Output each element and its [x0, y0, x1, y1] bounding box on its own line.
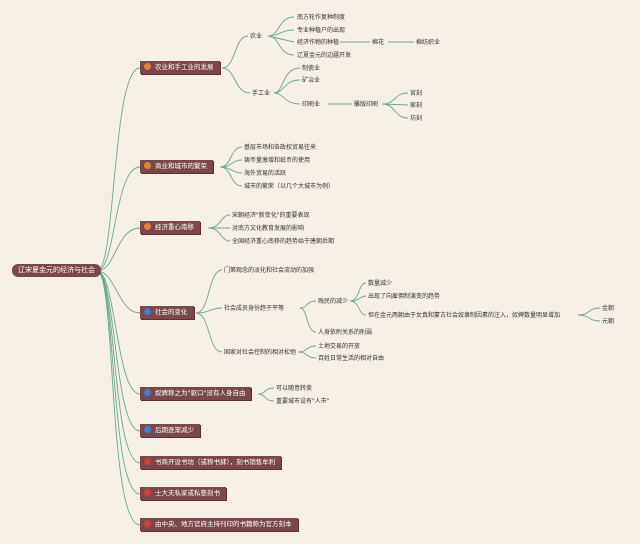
node-human-market[interactable]: 重要城市设有"人市" — [276, 398, 330, 405]
red-dot-icon — [144, 489, 151, 496]
node-social-mobility[interactable]: 门第观念的淡化和社会流动的加强 — [224, 267, 315, 274]
node-dependence-weakened[interactable]: 人身依附关系的削弱 — [318, 329, 373, 336]
branch-label: 后期逐渐减少 — [155, 426, 194, 434]
node-city-prosperity[interactable]: 城市的繁荣（以几个大城市为例） — [244, 183, 335, 190]
branch-social-change[interactable]: 社会的变化 — [140, 306, 194, 319]
node-hired-labor-trend[interactable]: 出现了向雇佣制演变的趋势 — [368, 293, 441, 300]
branch-agriculture-handicraft[interactable]: 农业和手工业的发展 — [140, 61, 220, 74]
branch-later-decrease[interactable]: 后期逐渐减少 — [140, 424, 200, 437]
node-cash-crops[interactable]: 经济作物的种植 — [297, 39, 340, 46]
branch-label: 士大夫私家或私塾刻书 — [155, 489, 220, 497]
node-block-printing[interactable]: 雕版印刷 — [354, 101, 379, 108]
branch-official-edition[interactable]: 由中央、地方官府主持刊印的书籍称为官方刻本 — [140, 518, 298, 531]
node-status-equality[interactable]: 社会成员身份趋于平等 — [224, 305, 285, 312]
orange-dot-icon — [144, 223, 151, 230]
branch-economic-center-south[interactable]: 经济重心南移 — [140, 221, 200, 234]
node-shop-print[interactable]: 坊刻 — [410, 115, 423, 122]
node-daily-life-freedom[interactable]: 百姓日常生活的相对自由 — [318, 355, 385, 362]
red-dot-icon — [144, 520, 151, 527]
node-jin-dynasty[interactable]: 金朝 — [602, 305, 615, 312]
node-frontier-development[interactable]: 辽夏金元的边疆开发 — [297, 52, 352, 59]
node-coinage-paper-money[interactable]: 铸币量激增和纸币的使用 — [244, 157, 311, 164]
blue-dot-icon — [144, 426, 151, 433]
node-land-trade[interactable]: 土地交易的开放 — [318, 343, 361, 350]
blue-dot-icon — [144, 308, 151, 315]
branch-label: 社会的变化 — [155, 308, 188, 316]
node-agriculture[interactable]: 农业 — [250, 33, 263, 40]
node-yuan-dynasty[interactable]: 元朝 — [602, 318, 615, 325]
node-cotton[interactable]: 棉花 — [372, 39, 385, 46]
node-specialized-farmers[interactable]: 专业种植户的出现 — [297, 27, 346, 34]
orange-dot-icon — [144, 162, 151, 169]
node-cotton-textile[interactable]: 棉纺织业 — [416, 39, 441, 46]
node-grassroots-markets[interactable]: 基层市场和各政权贸易往来 — [244, 144, 317, 151]
orange-dot-icon — [144, 63, 151, 70]
root-topic[interactable]: 辽宋夏金元的经济与社会 — [12, 264, 101, 277]
branch-qukou-slaves[interactable]: 奴婢称之为"驱口"没有人身自由 — [140, 387, 252, 400]
node-printing[interactable]: 印刷业 — [302, 101, 321, 108]
node-official-print[interactable]: 官刻 — [410, 90, 423, 97]
node-mining[interactable]: 矿冶业 — [302, 77, 321, 84]
node-fewer-lowly[interactable]: 贱民的减少 — [318, 298, 349, 305]
branch-label: 由中央、地方官府主持刊印的书籍称为官方刻本 — [155, 520, 292, 528]
node-resold-freely[interactable]: 可以随意转卖 — [276, 385, 313, 392]
branch-label: 商业和城市的繁荣 — [155, 162, 207, 170]
node-trend-since-tang[interactable]: 全国经济重心南移的趋势始于唐朝后期 — [232, 238, 335, 245]
branch-bookshop-printing[interactable]: 书商开设书坊（或称书肆），刻书销售牟利 — [140, 456, 282, 469]
branch-label: 奴婢称之为"驱口"没有人身自由 — [155, 389, 246, 397]
node-south-culture-education[interactable]: 对南方文化教育发展的影响 — [232, 225, 305, 232]
node-crop-rotation[interactable]: 南方轮作复种制度 — [297, 14, 346, 21]
branch-label: 经济重心南移 — [155, 223, 194, 231]
branch-commerce-cities[interactable]: 商业和城市的繁荣 — [140, 160, 213, 173]
node-handicraft[interactable]: 手工业 — [252, 90, 271, 97]
branch-label: 农业和手工业的发展 — [155, 63, 214, 71]
red-dot-icon — [144, 458, 151, 465]
branch-label: 书商开设书坊（或称书肆），刻书销售牟利 — [155, 458, 276, 466]
node-private-print[interactable]: 家刻 — [410, 102, 423, 109]
node-number-reduced[interactable]: 数量减少 — [368, 280, 393, 287]
node-jin-yuan-increase[interactable]: 但在金元两朝由于女真和蒙古社会奴隶制因素的注入，奴婢数量明显增加 — [368, 312, 561, 319]
branch-scholar-printing[interactable]: 士大夫私家或私塾刻书 — [140, 487, 226, 500]
node-overseas-trade[interactable]: 海外贸易的活跃 — [244, 170, 287, 177]
blue-dot-icon — [144, 389, 151, 396]
node-porcelain[interactable]: 制瓷业 — [302, 65, 321, 72]
node-song-new-changes[interactable]: 宋朝经济"新变化"的重要表现 — [232, 212, 310, 219]
node-state-control-relaxed[interactable]: 国家对社会控制的相对松弛 — [224, 349, 297, 356]
